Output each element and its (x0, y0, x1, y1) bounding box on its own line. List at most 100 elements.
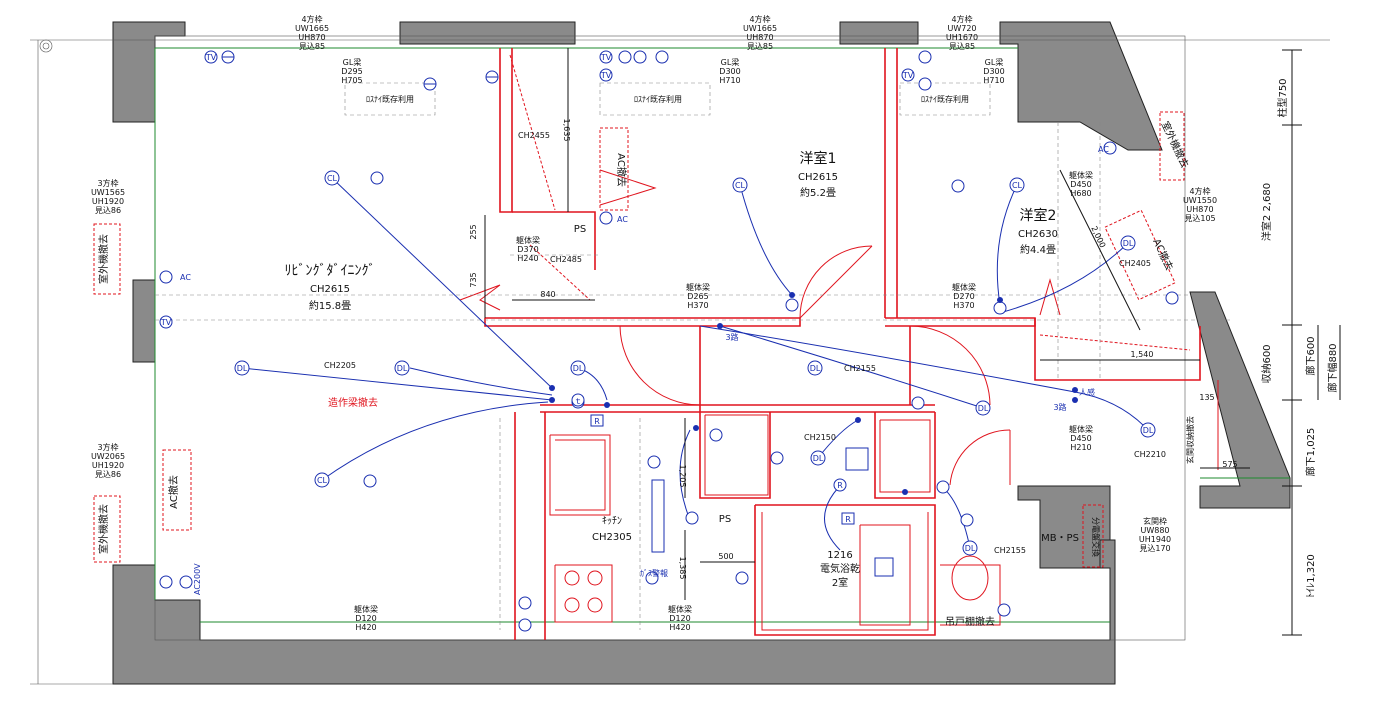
ceiling-light-symbol: CL (732, 177, 748, 193)
svg-text:1,205: 1,205 (678, 465, 687, 488)
svg-text:DL: DL (965, 544, 976, 553)
svg-text:玄関収納撤去: 玄関収納撤去 (1185, 416, 1195, 464)
outlet-symbol (951, 179, 965, 193)
outlet-symbol (936, 480, 950, 494)
ac-outlet-symbol: AC (1098, 141, 1117, 155)
outlet-symbol (633, 50, 647, 64)
svg-text:ﾛｽﾅｲ既存利用: ﾛｽﾅｲ既存利用 (921, 94, 969, 104)
svg-text:AC撤去: AC撤去 (1150, 237, 1176, 273)
outlet-symbol (370, 171, 384, 185)
svg-text:室外機撤去: 室外機撤去 (97, 504, 110, 554)
svg-text:1,635: 1,635 (562, 119, 571, 142)
svg-text:735: 735 (469, 272, 478, 287)
outlet-symbol (363, 474, 377, 488)
range-hood-symbol: ｔ (571, 393, 585, 407)
svg-text:ｶﾞｽ警報: ｶﾞｽ警報 (640, 568, 668, 578)
svg-text:3路: 3路 (1053, 402, 1066, 412)
ac-outlet-symbol: AC (159, 270, 191, 284)
svg-text:AC: AC (617, 215, 628, 224)
svg-text:廊下600: 廊下600 (1304, 336, 1317, 375)
svg-text:ﾛｽﾅｲ既存利用: ﾛｽﾅｲ既存利用 (634, 94, 682, 104)
outlet-symbol (485, 70, 499, 84)
ac200v-outlet-symbol: AC200V (179, 563, 202, 595)
svg-text:DL: DL (237, 364, 248, 373)
tv-outlet-symbol: TV (599, 50, 613, 64)
outlet-symbol (618, 50, 632, 64)
ceiling-heights: CH2455 CH2485 CH2205 CH2155 CH2150 CH215… (324, 131, 1166, 555)
outlet-symbol (785, 298, 799, 312)
svg-text:CH2205: CH2205 (324, 361, 356, 370)
svg-text:電気浴乾: 電気浴乾 (820, 562, 860, 575)
outlet-symbol (221, 50, 235, 64)
svg-text:TV: TV (600, 53, 612, 62)
svg-text:DL: DL (813, 454, 824, 463)
outlet-symbol (993, 301, 1007, 315)
svg-text:CH2630: CH2630 (1018, 229, 1058, 240)
downlight-symbol: DL (570, 360, 586, 376)
svg-text:約4.4畳: 約4.4畳 (1020, 243, 1056, 256)
outlet-symbol (709, 428, 723, 442)
outlet-symbol (159, 575, 173, 589)
svg-text:約15.8畳: 約15.8畳 (309, 299, 351, 312)
svg-text:MB・PS: MB・PS (1041, 533, 1079, 544)
room-labels: ﾘﾋﾞﾝｸﾞﾀﾞｲﾆﾝｸﾞ CH2615 約15.8畳 洋室1 CH2615 約… (285, 150, 1058, 589)
right-dimension-chain: 柱型750 洋室2 2,680 収納600 廊下600 廊下幅880 廊下1,0… (1260, 49, 1341, 636)
svg-text:TV: TV (902, 71, 914, 80)
svg-text:PS: PS (574, 224, 586, 235)
outlet-symbol (918, 50, 932, 64)
vent-box (874, 557, 894, 577)
svg-text:CL: CL (1012, 181, 1023, 190)
svg-text:AC撤去: AC撤去 (167, 475, 180, 509)
svg-text:R: R (845, 515, 851, 524)
downlight-symbol: DL (810, 450, 826, 466)
svg-text:DL: DL (1123, 239, 1134, 248)
outlet-symbol (735, 571, 749, 585)
electrical-symbols: TV TV TV TV TV CL CL CL CL DL DL DL DL D… (159, 50, 1179, 632)
outlet-symbol (997, 603, 1011, 617)
svg-text:ｔ: ｔ (574, 397, 582, 406)
downlight-symbol: DL (234, 360, 250, 376)
tv-outlet-symbol: TV (159, 315, 173, 329)
svg-text:DL: DL (1143, 426, 1154, 435)
outlet-symbol (911, 396, 925, 410)
svg-text:2,000: 2,000 (1089, 225, 1107, 250)
svg-text:廊下幅880: 廊下幅880 (1326, 343, 1339, 392)
tv-outlet-symbol: TV (901, 68, 915, 82)
svg-text:2室: 2室 (832, 576, 848, 589)
svg-text:室外機撤去: 室外機撤去 (97, 234, 110, 284)
corner-marker (39, 39, 53, 53)
switch-symbol (693, 292, 1078, 495)
outlet-symbol (960, 513, 974, 527)
svg-text:収納600: 収納600 (1260, 344, 1273, 383)
svg-text:1,385: 1,385 (678, 557, 687, 580)
svg-text:DL: DL (810, 364, 821, 373)
downlight-symbol: DL (975, 400, 991, 416)
svg-text:ﾄｲﾚ1,320: ﾄｲﾚ1,320 (1306, 554, 1317, 598)
svg-text:CH2615: CH2615 (310, 284, 350, 295)
downlight-symbol: DL (1140, 422, 1156, 438)
svg-text:CH2210: CH2210 (1134, 450, 1166, 459)
outlet-symbol (645, 571, 659, 585)
outlet-symbol (685, 511, 699, 525)
outlet-symbol (518, 618, 532, 632)
downlight-symbol: DL (1120, 235, 1136, 251)
bathroom-size: 1216 (827, 550, 852, 561)
kitchen-name: ｷｯﾁﾝ (602, 516, 622, 527)
svg-text:3路: 3路 (725, 332, 738, 342)
red-partitions (459, 48, 1219, 640)
gas-alarm-box (651, 479, 665, 553)
